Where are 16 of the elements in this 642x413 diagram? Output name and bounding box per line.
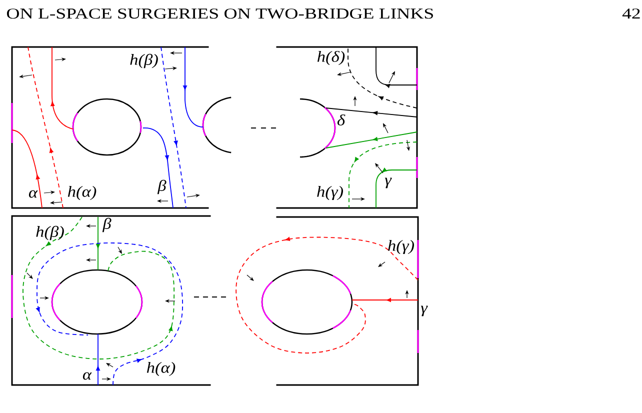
curve-label: h(δ): [317, 50, 345, 66]
curve-label: h(β): [36, 226, 64, 240]
curve-label: γ: [384, 178, 392, 188]
curve-label: α: [28, 190, 38, 198]
curve-label: β: [157, 180, 166, 194]
page-number: 42: [622, 8, 640, 18]
curve-label: γ: [420, 306, 428, 316]
curve-label: h(α): [68, 186, 96, 200]
curve-label: α: [82, 372, 92, 380]
curve-label: δ: [337, 114, 346, 126]
curve-label: β: [102, 218, 112, 232]
running-head: ON L-SPACE SURGERIES ON TWO-BRIDGE LINKS: [6, 8, 433, 19]
curve-label: h(β): [130, 54, 158, 68]
curve-label: h(γ): [388, 240, 414, 254]
curve-label: h(γ): [317, 186, 344, 200]
curve-label: h(α): [146, 362, 176, 376]
